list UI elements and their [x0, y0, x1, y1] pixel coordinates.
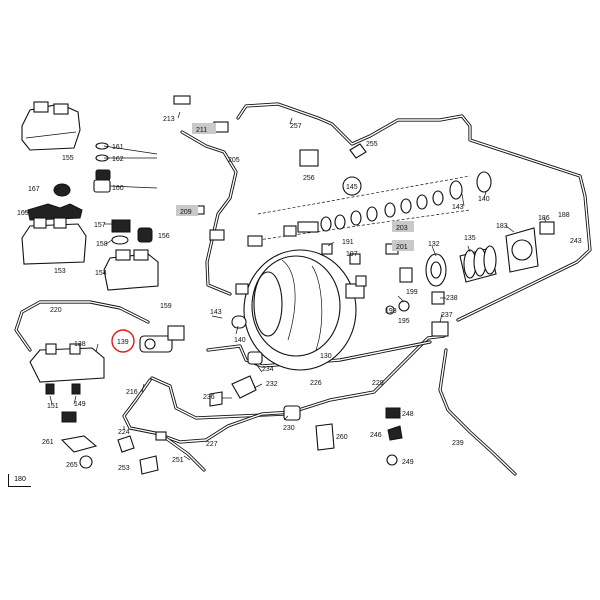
master-cylinder-reservoir-153 [21, 217, 153, 265]
callout-145-circle [342, 176, 362, 196]
label-149: 149 [74, 401, 86, 408]
label-130: 130 [320, 353, 332, 360]
label-256: 256 [303, 175, 315, 182]
mid-small-parts [209, 143, 449, 466]
label-246: 246 [370, 432, 382, 439]
label-261: 261 [42, 439, 54, 446]
label-140b: 140 [234, 337, 246, 344]
small-parts-161-160 [53, 142, 111, 197]
label-201: 201 [396, 244, 408, 251]
label-255: 255 [366, 141, 378, 148]
label-191: 191 [342, 239, 354, 246]
label-243: 243 [570, 238, 582, 245]
label-132: 132 [428, 241, 440, 248]
label-265: 265 [66, 462, 78, 469]
label-193: 193 [385, 308, 397, 315]
label-143a: 143 [452, 204, 464, 211]
parts-strip-145 [247, 171, 492, 247]
seals-and-boot [425, 221, 555, 287]
label-156: 156 [158, 233, 170, 240]
shade-209 [176, 205, 198, 216]
label-155: 155 [62, 155, 74, 162]
label-139: 139 [117, 339, 129, 346]
label-226: 226 [310, 380, 322, 387]
label-161: 161 [112, 144, 124, 151]
label-138: 138 [74, 341, 86, 348]
label-238: 238 [446, 295, 458, 302]
label-249: 249 [402, 459, 414, 466]
label-234: 234 [262, 366, 274, 373]
label-229: 229 [372, 380, 384, 387]
label-216: 216 [126, 389, 138, 396]
highlight-139-circle [111, 329, 135, 353]
label-248: 248 [402, 411, 414, 418]
label-224: 224 [118, 429, 130, 436]
label-158: 158 [96, 241, 108, 248]
frame-number: 180 [8, 474, 31, 487]
label-145: 145 [346, 184, 358, 191]
brake-pipes [14, 102, 592, 476]
label-167: 167 [28, 186, 40, 193]
label-213: 213 [163, 116, 175, 123]
label-153: 153 [54, 268, 66, 275]
label-183: 183 [496, 223, 508, 230]
part-labels: 155 161 162 160 167 165 157 158 156 153 … [17, 116, 582, 472]
label-188: 188 [558, 212, 570, 219]
label-257: 257 [290, 123, 302, 130]
label-197: 197 [346, 251, 358, 258]
label-260: 260 [336, 434, 348, 441]
label-195: 195 [398, 318, 410, 325]
label-227: 227 [206, 441, 218, 448]
label-162: 162 [112, 156, 124, 163]
label-251: 251 [172, 457, 184, 464]
label-232: 232 [266, 381, 278, 388]
label-239: 239 [452, 440, 464, 447]
label-160: 160 [112, 185, 124, 192]
label-203: 203 [396, 225, 408, 232]
label-220: 220 [50, 307, 62, 314]
label-140a: 140 [478, 196, 490, 203]
master-cylinder-138 [29, 343, 105, 395]
part-139-component [139, 325, 185, 353]
label-236: 236 [203, 394, 215, 401]
label-151: 151 [47, 403, 59, 410]
label-230: 230 [283, 425, 295, 432]
brake-booster [243, 249, 367, 371]
label-237: 237 [441, 312, 453, 319]
label-199: 199 [406, 289, 418, 296]
label-135: 135 [464, 235, 476, 242]
label-209: 209 [180, 209, 192, 216]
label-253: 253 [118, 465, 130, 472]
reservoir-154 [103, 249, 159, 291]
label-211: 211 [196, 127, 207, 134]
shade-211 [192, 123, 216, 134]
reservoir-155 [21, 101, 81, 151]
label-165: 165 [17, 210, 29, 217]
shade-203 [392, 221, 414, 232]
label-143b: 143 [210, 309, 222, 316]
label-186: 186 [538, 215, 550, 222]
label-154: 154 [95, 270, 107, 277]
label-205: 205 [228, 157, 240, 164]
shade-201 [392, 240, 414, 251]
label-159: 159 [160, 303, 172, 310]
label-157: 157 [94, 222, 106, 229]
